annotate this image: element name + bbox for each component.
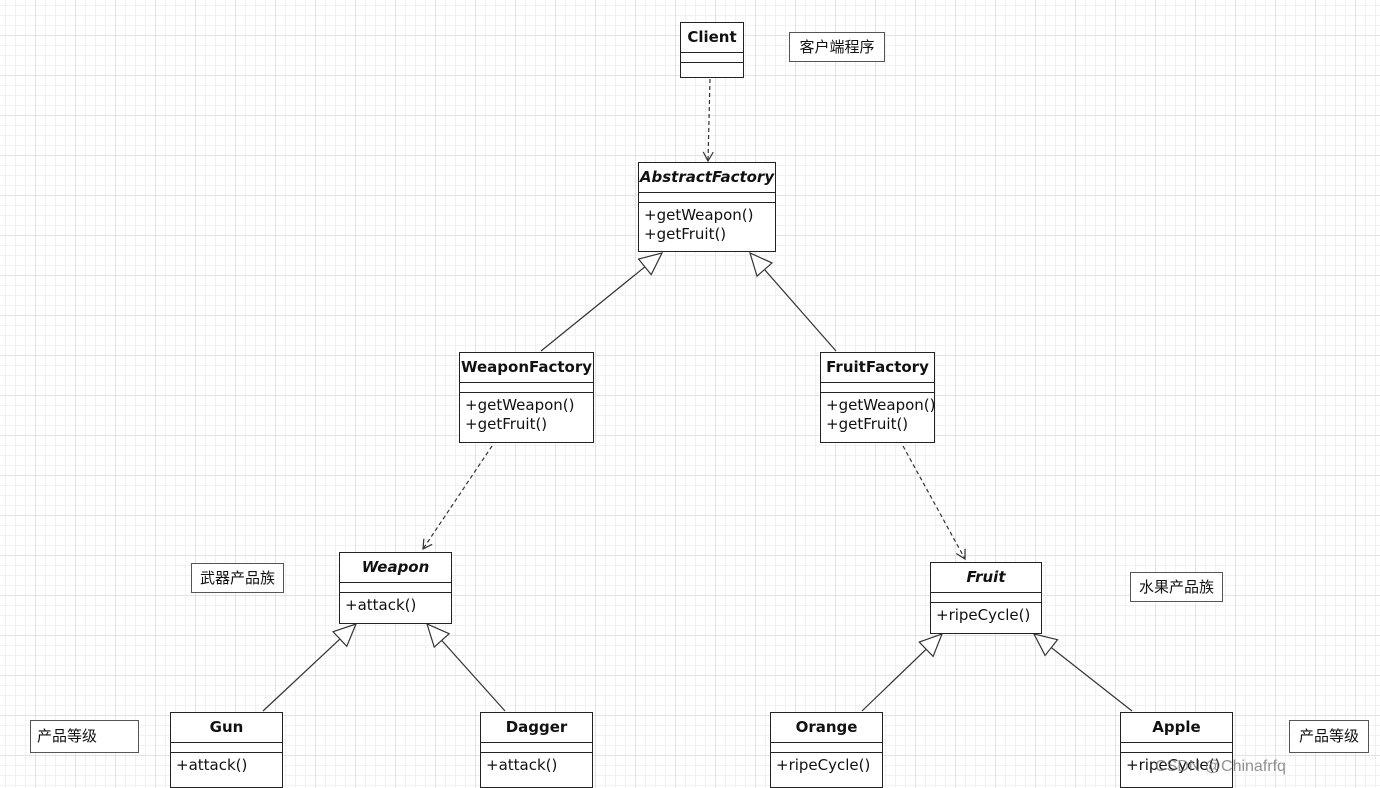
generalization-weaponfactory-abstractfactory: [540, 252, 664, 352]
method-attack: +attack(): [486, 756, 558, 774]
class-dagger-attributes: [481, 743, 592, 753]
class-apple-name: Apple: [1121, 713, 1232, 743]
method-get-weapon: +getWeapon(): [826, 396, 936, 414]
class-fruit-factory-name: FruitFactory: [821, 353, 934, 383]
dependency-client-abstractfactory: [702, 78, 714, 163]
class-weapon-name: Weapon: [340, 553, 451, 583]
class-apple[interactable]: Apple +ripeCycle(): [1120, 712, 1233, 788]
class-apple-methods: +ripeCycle(): [1121, 753, 1232, 777]
class-dagger[interactable]: Dagger +attack(): [480, 712, 593, 788]
method-get-fruit: +getFruit(): [465, 415, 548, 433]
note-client-program: 客户端程序: [789, 32, 885, 62]
class-client-name: Client: [681, 23, 743, 53]
generalization-gun-weapon: [262, 623, 358, 712]
method-ripe-cycle: +ripeCycle(): [936, 606, 1031, 624]
class-orange-methods: +ripeCycle(): [771, 753, 882, 777]
method-attack: +attack(): [176, 756, 248, 774]
class-dagger-name: Dagger: [481, 713, 592, 743]
class-dagger-methods: +attack(): [481, 753, 592, 777]
class-weapon[interactable]: Weapon +attack(): [339, 552, 452, 624]
generalization-orange-fruit: [861, 632, 944, 712]
class-gun[interactable]: Gun +attack(): [170, 712, 283, 788]
class-fruit-name: Fruit: [931, 563, 1041, 593]
class-gun-methods: +attack(): [171, 753, 282, 777]
generalization-apple-fruit: [1032, 633, 1133, 712]
note-product-level-left: 产品等级: [30, 720, 139, 753]
class-fruit[interactable]: Fruit +ripeCycle(): [930, 562, 1042, 634]
class-client[interactable]: Client: [680, 22, 744, 78]
class-weapon-factory-methods: +getWeapon() +getFruit(): [460, 393, 593, 436]
class-fruit-factory-methods: +getWeapon() +getFruit(): [821, 393, 936, 436]
note-weapon-product-family: 武器产品族: [191, 563, 284, 593]
method-get-weapon: +getWeapon(): [644, 206, 754, 224]
generalization-dagger-weapon: [426, 622, 506, 712]
method-ripe-cycle: +ripeCycle(): [1126, 756, 1221, 774]
class-orange[interactable]: Orange +ripeCycle(): [770, 712, 883, 788]
csdn-watermark: CSDN @Chinafrfq: [1155, 758, 1286, 775]
class-abstract-factory-name: AbstractFactory: [639, 163, 775, 193]
class-weapon-factory[interactable]: WeaponFactory +getWeapon() +getFruit(): [459, 352, 594, 443]
class-abstract-factory-attributes: [639, 193, 775, 203]
class-fruit-attributes: [931, 593, 1041, 603]
method-get-weapon: +getWeapon(): [465, 396, 575, 414]
note-fruit-product-family: 水果产品族: [1130, 572, 1223, 602]
dependency-weaponfactory-weapon: [422, 445, 493, 551]
method-get-fruit: +getFruit(): [644, 225, 727, 243]
class-apple-attributes: [1121, 743, 1232, 753]
class-gun-name: Gun: [171, 713, 282, 743]
class-abstract-factory[interactable]: AbstractFactory +getWeapon() +getFruit(): [638, 162, 776, 252]
dependency-fruitfactory-fruit: [902, 445, 966, 561]
class-client-attributes: [681, 53, 743, 63]
class-abstract-factory-methods: +getWeapon() +getFruit(): [639, 203, 775, 246]
generalization-fruitfactory-abstractfactory: [749, 251, 837, 352]
method-get-fruit: +getFruit(): [826, 415, 909, 433]
class-weapon-attributes: [340, 583, 451, 593]
class-gun-attributes: [171, 743, 282, 753]
method-ripe-cycle: +ripeCycle(): [776, 756, 871, 774]
class-weapon-factory-name: WeaponFactory: [460, 353, 593, 383]
class-orange-attributes: [771, 743, 882, 753]
note-product-level-right: 产品等级: [1289, 720, 1369, 753]
class-fruit-methods: +ripeCycle(): [931, 603, 1041, 627]
class-fruit-factory[interactable]: FruitFactory +getWeapon() +getFruit(): [820, 352, 935, 443]
class-fruit-factory-attributes: [821, 383, 934, 393]
class-weapon-methods: +attack(): [340, 593, 451, 617]
method-attack: +attack(): [345, 596, 417, 614]
class-weapon-factory-attributes: [460, 383, 593, 393]
class-orange-name: Orange: [771, 713, 882, 743]
